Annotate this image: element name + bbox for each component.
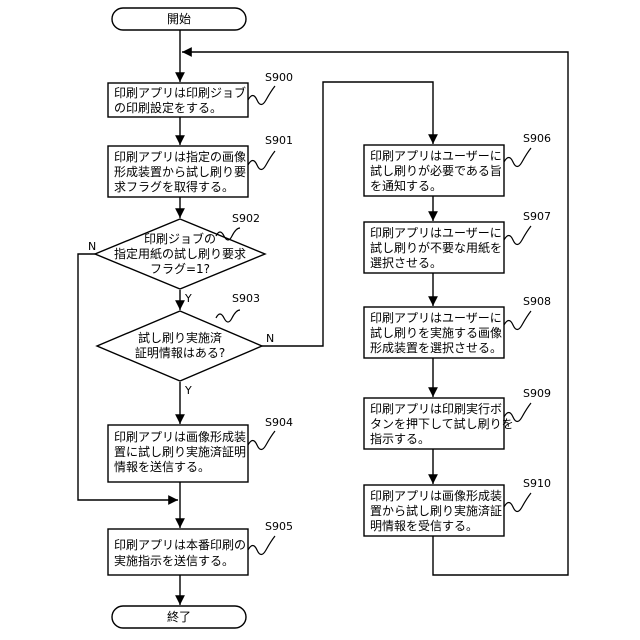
decision-s903-line-1: 試し刷り実施済: [138, 330, 222, 345]
step-label-s904: S904: [265, 416, 293, 429]
step-s908-line-3: 形成装置を選択させる。: [370, 341, 502, 355]
step-s904-line-1: 印刷アプリは画像形成装: [114, 430, 246, 444]
leader-s908: [504, 311, 531, 330]
step-s908-line-1: 印刷アプリはユーザーに: [370, 311, 502, 325]
step-s901: 印刷アプリは指定の画像 形成装置から試し刷り要 求フラグを取得する。: [108, 146, 248, 197]
step-s904-line-2: 置に試し刷り実施済証明: [114, 444, 246, 459]
end-terminal: 終了: [112, 606, 246, 628]
decision-s902-line-2: 指定用紙の試し刷り要求: [114, 246, 246, 261]
step-s909-line-3: 指示する。: [370, 431, 430, 446]
step-s907: 印刷アプリはユーザーに 試し刷りが不要な用紙を 選択させる。: [364, 222, 504, 273]
step-s901-line-2: 形成装置から試し刷り要: [114, 164, 246, 179]
end-label: 終了: [167, 609, 191, 624]
step-s910-line-2: 置から試し刷り実施済証: [370, 503, 502, 518]
branch-s902-no: N: [88, 240, 96, 253]
leader-s903: [216, 310, 240, 322]
step-s900-line-1: 印刷アプリは印刷ジョブ: [114, 85, 246, 100]
step-s900-line-2: の印刷設定をする。: [114, 100, 222, 115]
branch-s903-yes: Y: [184, 384, 192, 397]
step-label-s910: S910: [523, 477, 551, 490]
leader-s906: [504, 148, 531, 167]
step-s904: 印刷アプリは画像形成装 置に試し刷り実施済証明 情報を送信する。: [108, 425, 248, 482]
step-s910: 印刷アプリは画像形成装 置から試し刷り実施済証 明情報を受信する。: [364, 485, 504, 536]
leader-s900: [248, 86, 275, 105]
step-label-s907: S907: [523, 210, 551, 223]
decision-s902-line-1: 印刷ジョブの: [144, 231, 216, 246]
step-s901-line-1: 印刷アプリは指定の画像: [114, 149, 246, 164]
leader-s904: [248, 431, 275, 450]
step-label-s909: S909: [523, 387, 551, 400]
decision-s903-line-2: 証明情報はある?: [135, 346, 225, 360]
step-label-s902: S902: [232, 212, 260, 225]
step-s909: 印刷アプリは印刷実行ボ タンを押下して試し刷りを 指示する。: [364, 398, 514, 449]
step-s900: 印刷アプリは印刷ジョブ の印刷設定をする。: [108, 83, 248, 117]
step-s901-line-3: 求フラグを取得する。: [114, 179, 234, 194]
step-s906-line-2: 試し刷りが必要である旨: [370, 163, 502, 178]
step-s909-line-1: 印刷アプリは印刷実行ボ: [370, 401, 502, 416]
step-s906-line-1: 印刷アプリはユーザーに: [370, 149, 502, 163]
start-terminal: 開始: [112, 8, 246, 30]
step-label-s905: S905: [265, 520, 293, 533]
step-s904-line-3: 情報を送信する。: [114, 459, 210, 474]
leader-s907: [504, 226, 531, 245]
branch-s902-yes: Y: [184, 292, 192, 305]
leader-s910: [504, 493, 531, 512]
step-s905-line-1: 印刷アプリは本番印刷の: [114, 538, 246, 552]
step-s907-line-1: 印刷アプリはユーザーに: [370, 226, 502, 240]
step-s910-line-1: 印刷アプリは画像形成装: [370, 489, 502, 503]
step-s910-line-3: 明情報を受信する。: [370, 519, 478, 533]
step-label-s906: S906: [523, 132, 551, 145]
step-s905: 印刷アプリは本番印刷の 実施指示を送信する。: [108, 529, 248, 575]
step-s908: 印刷アプリはユーザーに 試し刷りを実施する画像 形成装置を選択させる。: [364, 307, 504, 358]
step-label-s903: S903: [232, 292, 260, 305]
step-s906-line-3: を通知する。: [370, 179, 442, 193]
decision-s902-line-3: フラグ=1?: [150, 262, 210, 276]
leader-s901: [248, 151, 275, 170]
step-s907-line-3: 選択させる。: [370, 256, 442, 270]
step-s905-line-2: 実施指示を送信する。: [114, 553, 234, 568]
branch-s903-no: N: [266, 332, 274, 345]
step-label-s908: S908: [523, 295, 551, 308]
step-s909-line-2: タンを押下して試し刷りを: [370, 416, 514, 431]
step-label-s901: S901: [265, 134, 293, 147]
leader-s905: [248, 536, 275, 555]
step-s906: 印刷アプリはユーザーに 試し刷りが必要である旨 を通知する。: [364, 145, 504, 196]
decision-s903: 試し刷り実施済 証明情報はある?: [97, 311, 262, 381]
step-s907-line-2: 試し刷りが不要な用紙を: [370, 240, 502, 255]
step-label-s900: S900: [265, 71, 293, 84]
decision-s902: 印刷ジョブの 指定用紙の試し刷り要求 フラグ=1?: [95, 219, 265, 289]
step-s908-line-2: 試し刷りを実施する画像: [370, 325, 502, 340]
start-label: 開始: [167, 12, 191, 26]
